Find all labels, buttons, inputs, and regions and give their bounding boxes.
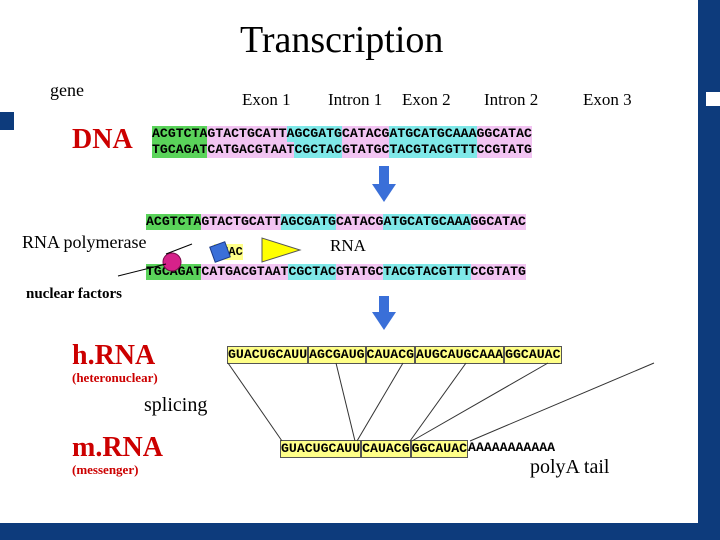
dna-top-seg: GGCATAC <box>470 214 526 230</box>
hrna-seg: AUGCAUGCAAA <box>415 346 505 364</box>
dna-bottom-seg: GTATGC <box>341 142 390 158</box>
dna-bottom-seg: TGCAGAT <box>146 264 202 280</box>
dna-top-seg: ATGCATGCAAA <box>383 214 471 230</box>
dna-bottom-strand: TGCAGAT CATGACGTAAT CGCTAC GTATGC TACGTA… <box>152 142 532 158</box>
polya-seg: AAAAAAAAAAA <box>468 440 556 455</box>
dna-top-seg: GTACTGCATT <box>201 214 281 230</box>
dna-top-seg: CATACG <box>335 214 384 230</box>
dna-top-strand: ACGTCTA GTACTGCATT AGCGATG CATACG ATGCAT… <box>152 126 532 142</box>
hrna-seg: GGCAUAC <box>504 346 562 364</box>
hrna-seg: CAUACG <box>365 346 416 364</box>
hrna-seg: AGCGAUG <box>308 346 366 364</box>
dna-bottom-seg: CATGACGTAAT <box>201 264 289 280</box>
polymerase-triangle <box>261 237 302 263</box>
rna-label: RNA <box>330 236 366 255</box>
hrna-seg: GUACUGCAUU <box>227 346 309 364</box>
mrna-seg: CAUACG <box>361 440 411 458</box>
dna-top-seg: ATGCATGCAAA <box>389 126 477 142</box>
mrna-label: m.RNA <box>72 432 163 463</box>
gene-label: gene <box>50 80 84 100</box>
dna-top-seg: GTACTGCATT <box>207 126 287 142</box>
nuclear-factor-pointer <box>117 263 167 277</box>
exon1-label: Exon 1 <box>242 90 291 109</box>
down-arrow-icon <box>372 296 396 330</box>
exon2-label: Exon 2 <box>402 90 451 109</box>
dna-bottom-seg: CGCTAC <box>294 142 342 158</box>
dna-bottom-seg: CATGACGTAAT <box>207 142 295 158</box>
polya-tail-label: polyA tail <box>530 456 610 478</box>
polymerase-pointer <box>165 243 193 255</box>
nuclear-factors-label: nuclear factors <box>26 286 122 302</box>
hrna-label: h.RNA <box>72 340 156 371</box>
splicing-lines <box>227 362 655 442</box>
frame-right <box>698 0 720 540</box>
frame-accent <box>0 112 14 130</box>
dna-bottom-seg: GTATGC <box>335 264 384 280</box>
intron2-label: Intron 2 <box>484 90 539 109</box>
dna-label: DNA <box>72 124 133 155</box>
frame-bottom <box>0 523 720 540</box>
dna-bottom-seg: TACGTACGTTT <box>389 142 477 158</box>
dna-top-seg: GGCATAC <box>476 126 532 142</box>
rna-polymerase-label: RNA polymerase <box>22 232 147 252</box>
messenger-label: (messenger) <box>72 462 139 477</box>
dna-bottom-seg: TACGTACGTTT <box>383 264 471 280</box>
dna-top-seg: CATACG <box>341 126 390 142</box>
mrna-strand: GUACUGCAUU CAUACG GGCAUAC AAAAAAAAAAA <box>280 440 555 458</box>
mrna-seg: GGCAUAC <box>410 440 469 458</box>
dna-top-strand-transcribing: ACGTCTA GTACTGCATT AGCGATG CATACG ATGCAT… <box>146 214 526 230</box>
down-arrow-icon <box>372 166 396 202</box>
intron1-label: Intron 1 <box>328 90 383 109</box>
polymerase-square <box>209 241 231 263</box>
dna-top-seg: AGCGATG <box>286 126 342 142</box>
hrna-strand: GUACUGCAUU AGCGAUG CAUACG AUGCAUGCAAA GG… <box>227 346 562 364</box>
mrna-seg: GUACUGCAUU <box>280 440 362 458</box>
dna-bottom-seg: CCGTATG <box>470 264 526 280</box>
frame-notch <box>706 92 720 106</box>
slide-title: Transcription <box>240 19 444 61</box>
frame-left <box>0 0 10 540</box>
dna-top-seg: AGCGATG <box>280 214 336 230</box>
nuclear-factor-circle <box>162 252 182 272</box>
heteronuclear-label: (heteronuclear) <box>72 370 158 385</box>
exon3-label: Exon 3 <box>583 90 632 109</box>
dna-bottom-seg: CCGTATG <box>476 142 532 158</box>
dna-bottom-seg: CGCTAC <box>288 264 336 280</box>
dna-bottom-seg: TGCAGAT <box>152 142 208 158</box>
dna-bottom-strand-transcribing: TGCAGAT CATGACGTAAT CGCTAC GTATGC TACGTA… <box>146 264 526 280</box>
dna-top-seg: ACGTCTA <box>152 126 208 142</box>
dna-top-seg: ACGTCTA <box>146 214 202 230</box>
splicing-label: splicing <box>144 394 208 416</box>
